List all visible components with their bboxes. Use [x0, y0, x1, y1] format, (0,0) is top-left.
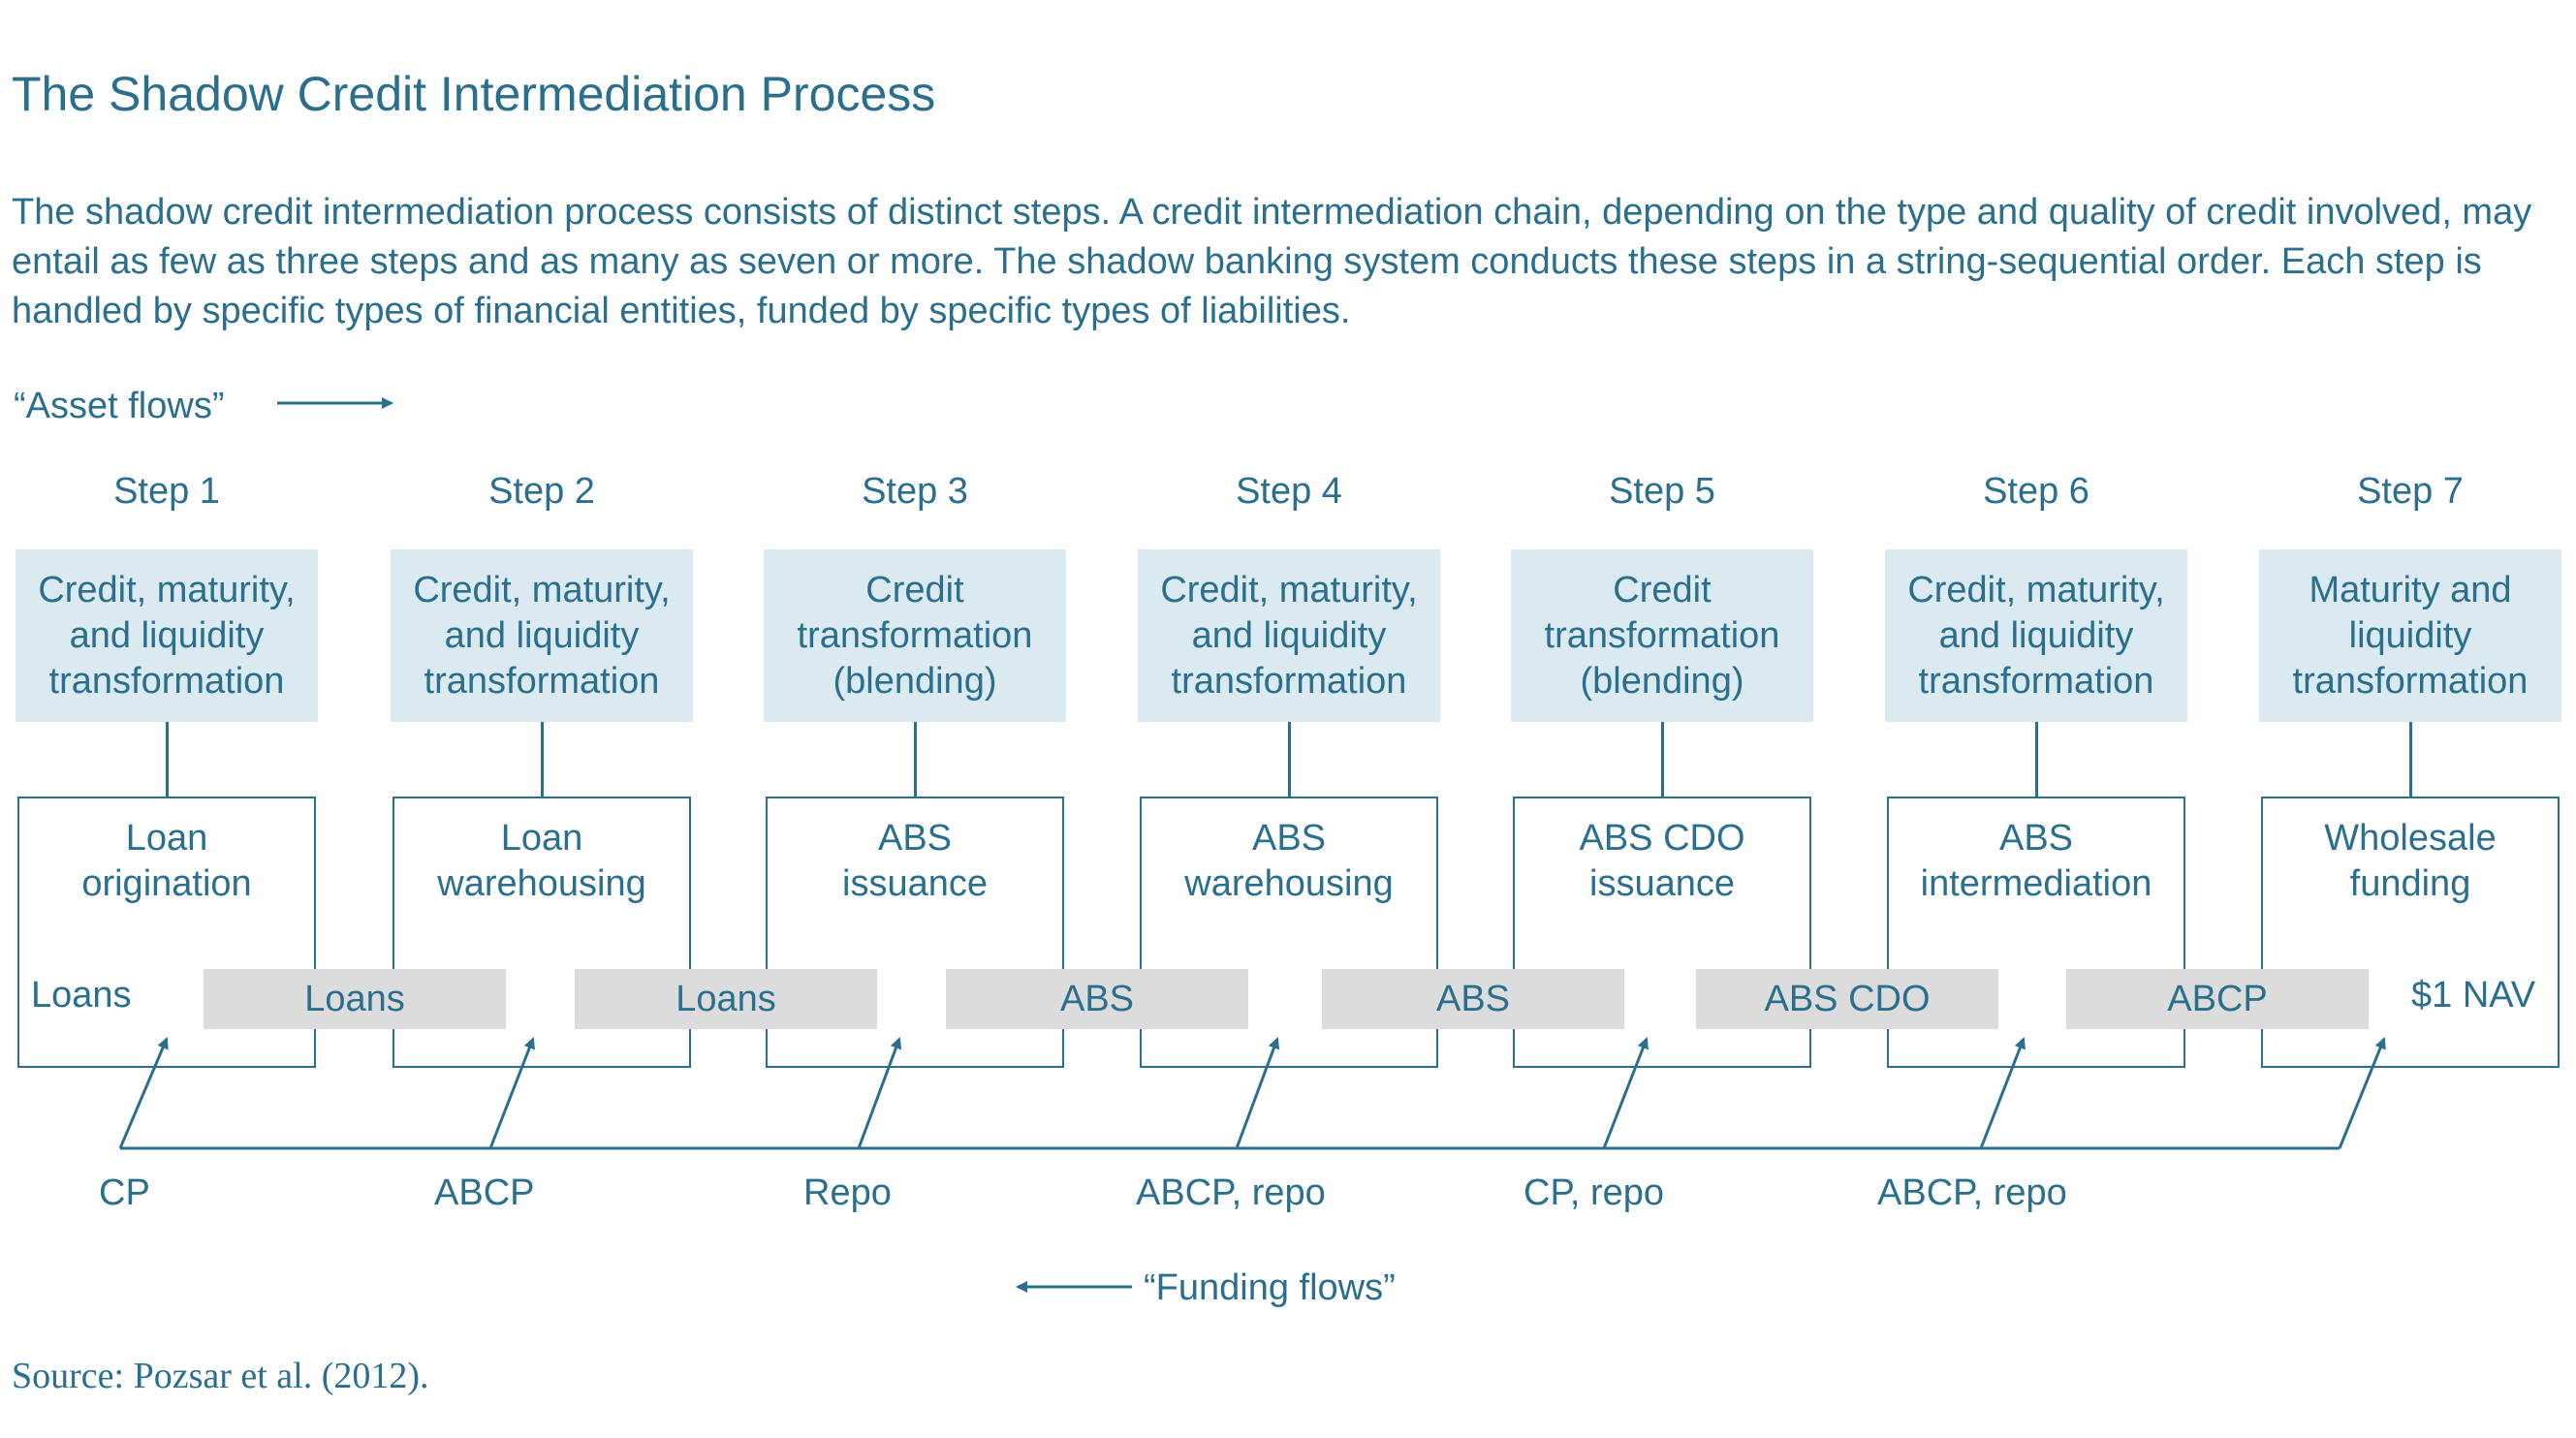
- transformation-box: Credit, maturity, and liquidity transfor…: [1138, 549, 1440, 722]
- step-label: Step 1: [113, 471, 220, 512]
- entity-name: Loan origination: [81, 818, 252, 904]
- entity-name: ABS warehousing: [1184, 818, 1394, 904]
- funding-label: CP, repo: [1524, 1172, 1665, 1213]
- funding-paths: [118, 1037, 2386, 1150]
- step-label: Step 4: [1236, 471, 1342, 512]
- connector-line: [1661, 722, 1664, 797]
- source-note: Source: Pozsar et al. (2012).: [12, 1356, 429, 1396]
- entity-name: Wholesale funding: [2324, 818, 2497, 904]
- entity-name: ABS issuance: [842, 818, 988, 904]
- connector-line: [2035, 722, 2038, 797]
- entity-box: ABS issuance: [766, 797, 1064, 1068]
- step-label: Step 7: [2357, 471, 2464, 512]
- asset-flow-bar: ABS: [946, 969, 1248, 1029]
- asset-flow-end: $1 NAV: [2411, 975, 2536, 1016]
- entity-box: Wholesale funding: [2261, 797, 2560, 1068]
- transformation-box: Maturity and liquidity transformation: [2259, 549, 2561, 722]
- asset-flow-start: Loans: [31, 975, 132, 1016]
- step-label: Step 5: [1609, 471, 1715, 512]
- asset-flow-bar: ABS CDO: [1696, 969, 1998, 1029]
- funding-label: ABCP, repo: [1136, 1172, 1326, 1213]
- connector-line: [541, 722, 544, 797]
- transformation-box: Credit transformation (blending): [1511, 549, 1813, 722]
- funding-arrow: [1979, 1037, 2026, 1149]
- step-label: Step 6: [1983, 471, 2089, 512]
- funding-label: ABCP: [434, 1172, 535, 1213]
- entity-box: Loan origination: [17, 797, 316, 1068]
- funding-flows-label: “Funding flows”: [1144, 1267, 1396, 1308]
- transformation-box: Credit, maturity, and liquidity transfor…: [16, 549, 318, 722]
- step-label: Step 2: [488, 471, 595, 512]
- asset-flow-bar: Loans: [575, 969, 877, 1029]
- step-label: Step 3: [862, 471, 968, 512]
- funding-arrow: [118, 1037, 169, 1149]
- funding-label: ABCP, repo: [1877, 1172, 2067, 1213]
- funding-arrow: [2338, 1037, 2386, 1149]
- funding-arrow: [1602, 1037, 1649, 1149]
- transformation-box: Credit, maturity, and liquidity transfor…: [1885, 549, 2187, 722]
- transformation-box: Credit, maturity, and liquidity transfor…: [391, 549, 693, 722]
- connector-line: [2409, 722, 2412, 797]
- funding-label: CP: [99, 1172, 150, 1213]
- funding-arrow: [488, 1037, 535, 1149]
- transformation-box: Credit transformation (blending): [764, 549, 1066, 722]
- funding-label: Repo: [803, 1172, 892, 1213]
- connector-line: [166, 722, 169, 797]
- connector-line: [914, 722, 917, 797]
- asset-flow-bar: ABS: [1322, 969, 1624, 1029]
- entity-name: ABS intermediation: [1920, 818, 2152, 904]
- entity-box: ABS CDO issuance: [1513, 797, 1811, 1068]
- page-title: The Shadow Credit Intermediation Process: [12, 67, 936, 121]
- asset-flow-bar: Loans: [204, 969, 506, 1029]
- entity-name: ABS CDO issuance: [1579, 818, 1745, 904]
- entity-box: ABS warehousing: [1140, 797, 1438, 1068]
- asset-flows-label: “Asset flows”: [14, 386, 225, 426]
- entity-box: Loan warehousing: [393, 797, 691, 1068]
- entity-name: Loan warehousing: [437, 818, 646, 904]
- entity-box: ABS intermediation: [1887, 797, 2185, 1068]
- funding-arrow: [1235, 1037, 1280, 1149]
- connector-line: [1288, 722, 1291, 797]
- asset-flow-bar: ABCP: [2066, 969, 2369, 1029]
- funding-arrow: [857, 1037, 902, 1149]
- description: The shadow credit intermediation process…: [12, 192, 2532, 331]
